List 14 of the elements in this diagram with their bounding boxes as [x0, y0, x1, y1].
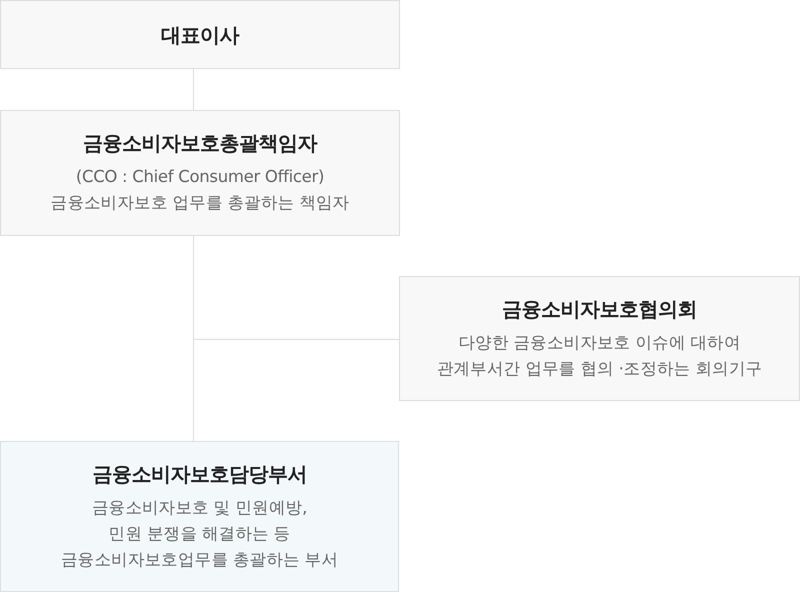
box-title: 금융소비자보호담당부서	[92, 460, 307, 486]
org-box	[399, 276, 800, 401]
box-title: 금융소비자보호총괄책임자	[83, 130, 317, 156]
connector-line	[193, 236, 194, 442]
org-box	[0, 110, 400, 236]
box-title: 금융소비자보호협의회	[502, 296, 697, 322]
box-description: 다양한 금융소비자보호 이슈에 대하여 관계부서간 업무를 협의 ·조정하는 회의기구	[436, 332, 762, 380]
box-title: 대표이사	[161, 22, 239, 48]
box-description: (CCO : Chief Consumer Officer) 금융소비자보호 업무를 총괄하는 책임자	[50, 166, 350, 214]
box-description: 금융소비자보호 및 민원예방, 민원 분쟁을 해결하는 등 금융소비자보호업무를 총괄하는 부서	[60, 496, 338, 570]
connector-line	[193, 68, 194, 110]
org-box	[0, 441, 399, 592]
connector-line	[194, 339, 400, 340]
org-box	[0, 0, 400, 69]
